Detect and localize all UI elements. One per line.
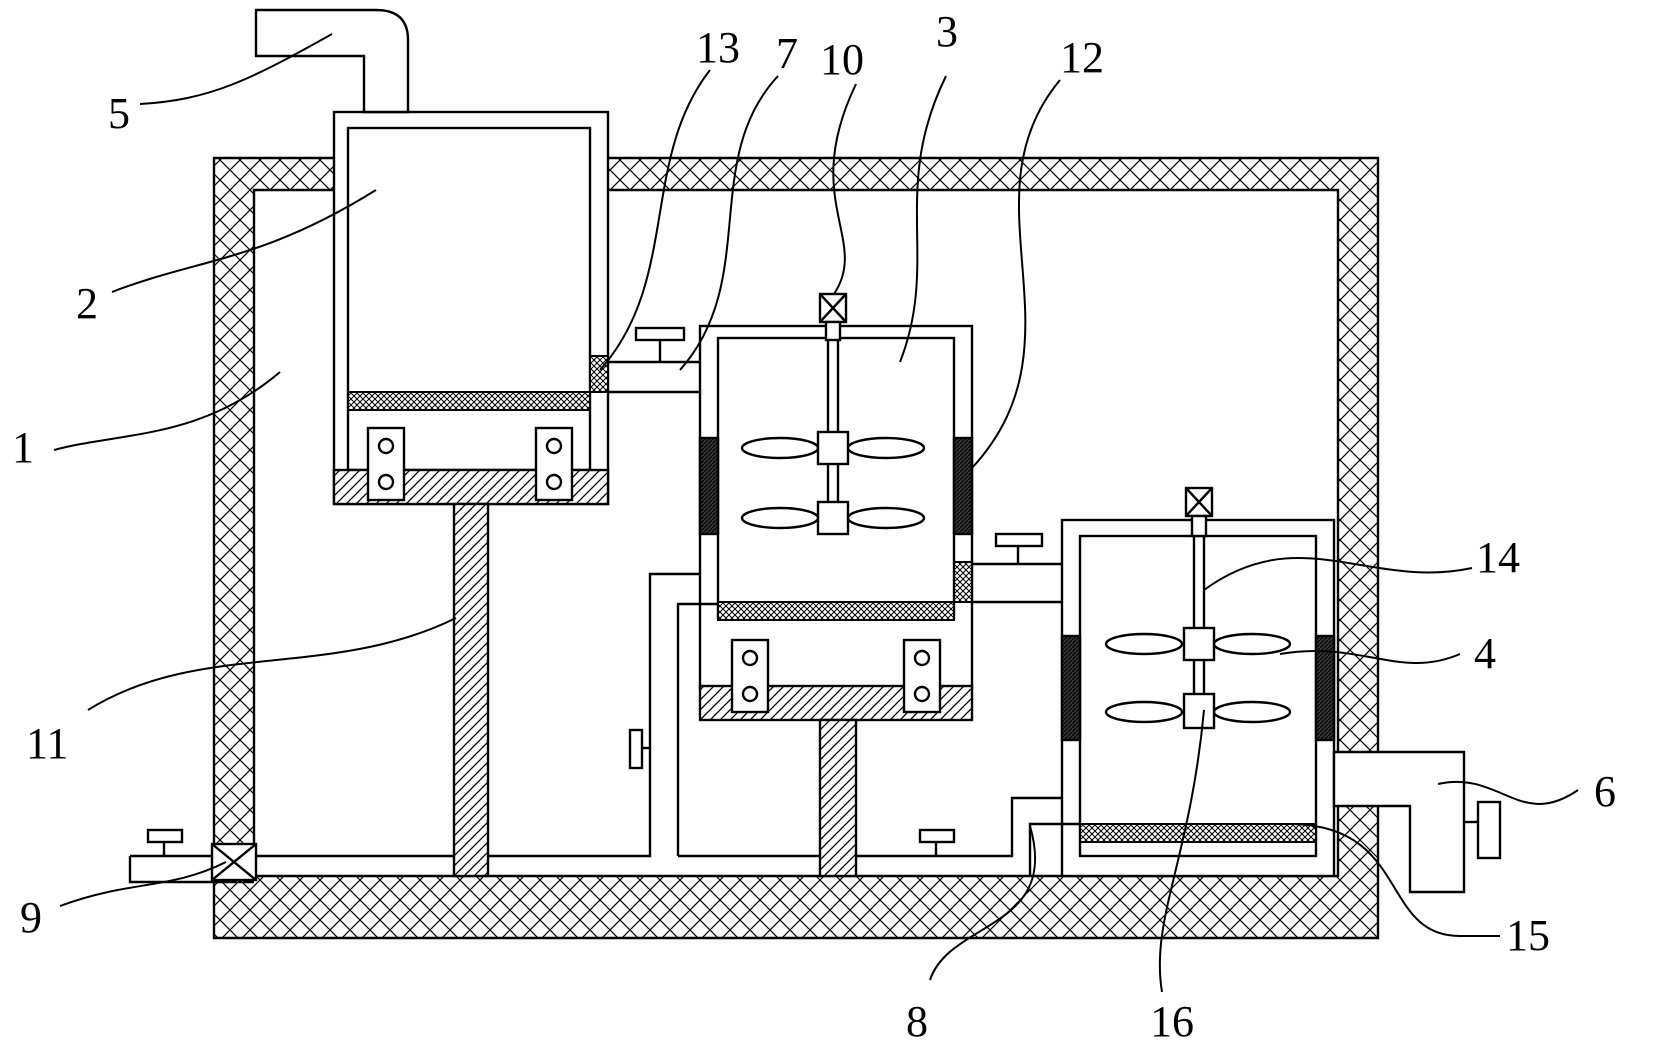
outer-housing	[212, 156, 1380, 940]
third-tank	[1060, 518, 1336, 878]
stirrer-1	[740, 292, 926, 536]
callout-1: 1	[12, 423, 34, 472]
inlet-valve	[210, 842, 258, 882]
callout-8: 8	[906, 997, 928, 1046]
first-tank	[332, 110, 610, 506]
callout-14: 14	[1476, 533, 1520, 582]
callout-4: 4	[1474, 629, 1496, 678]
support-column-2	[818, 718, 858, 878]
callout-6: 6	[1594, 767, 1616, 816]
recirculation-pipes	[128, 572, 1080, 884]
leader-lines	[53, 33, 1579, 993]
callout-16: 16	[1150, 997, 1194, 1046]
callout-9: 9	[20, 893, 42, 942]
support-column-1	[452, 502, 490, 878]
callout-10: 10	[820, 35, 864, 84]
outlet-pipe	[1332, 750, 1502, 894]
inlet-pipe	[254, 8, 410, 114]
callout-2: 2	[76, 279, 98, 328]
callout-12: 12	[1060, 33, 1104, 82]
callout-labels: 5 2 1 11 9 13 7 10 3 12 14 4 6 15 16 8	[12, 7, 1616, 1046]
callout-5: 5	[108, 89, 130, 138]
callout-15: 15	[1506, 911, 1550, 960]
callout-3: 3	[936, 7, 958, 56]
callout-7: 7	[776, 29, 798, 78]
callout-11: 11	[26, 719, 68, 768]
stirrer-2	[1104, 486, 1292, 730]
callout-13: 13	[696, 23, 740, 72]
